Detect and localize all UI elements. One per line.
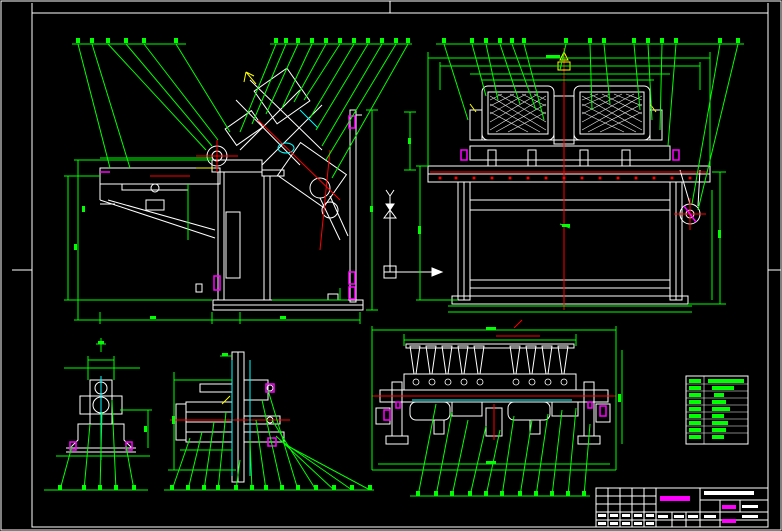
side-elevation-view (64, 38, 416, 324)
section-detail-a (44, 338, 152, 491)
plan-assembly-view (371, 319, 623, 497)
technical-specification-table (685, 375, 749, 445)
title-block (595, 487, 769, 528)
view-direction-arrow (383, 189, 444, 279)
front-elevation-view (416, 38, 744, 313)
section-detail-b (164, 351, 374, 491)
